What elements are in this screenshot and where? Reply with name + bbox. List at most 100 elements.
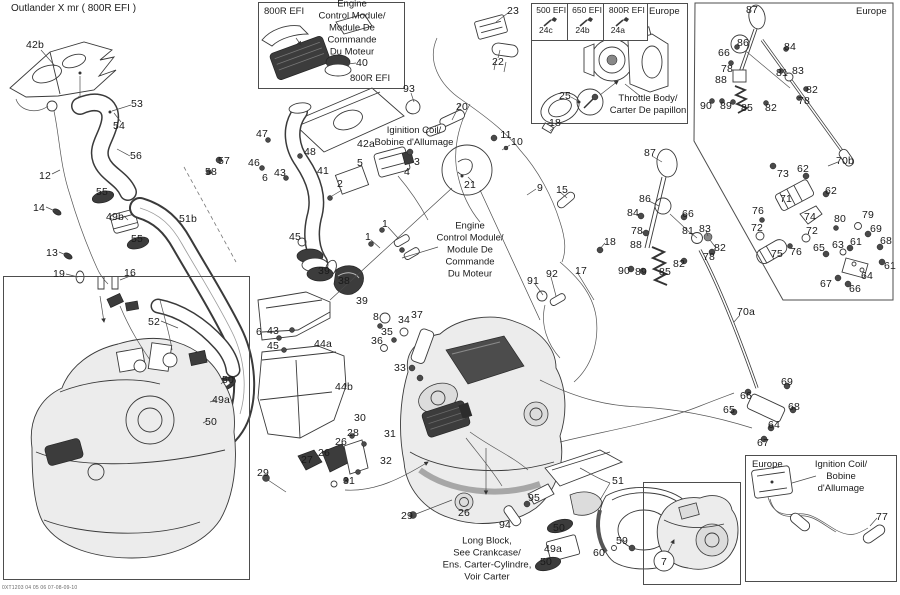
callout-69: 69 (869, 223, 883, 235)
callout-36: 36 (370, 335, 384, 347)
callout-63: 63 (831, 239, 845, 251)
callout-11: 11 (500, 129, 512, 141)
callout-66: 66 (848, 283, 862, 295)
efi-variant-grid: 500 EFI 24c 650 EFI 24b 800R EFI 24a (531, 3, 648, 41)
callout-77: 77 (875, 511, 889, 523)
callout-49a: 49a (543, 543, 563, 555)
callout-42b: 42b (25, 39, 45, 51)
callout-40: 40 (355, 57, 369, 69)
callout-91: 91 (526, 275, 540, 287)
callout-18: 18 (548, 117, 562, 129)
callout-56: 56 (129, 150, 143, 162)
callout-74: 74 (803, 211, 817, 223)
callout-49a: 49a (211, 394, 231, 406)
callout-46: 46 (247, 157, 261, 169)
callout-34: 34 (397, 314, 411, 326)
throttle-body-caption: Throttle Body/ Carter De papillon (609, 93, 687, 116)
callout-67: 67 (819, 278, 833, 290)
callout-1: 1 (364, 231, 372, 243)
europe-label-bottom: Europe (752, 459, 783, 470)
callout-39: 39 (355, 295, 369, 307)
callout-72: 72 (805, 225, 819, 237)
callout-76: 76 (751, 205, 765, 217)
shift-rod-illustration (539, 249, 797, 443)
callout-94: 94 (498, 519, 512, 531)
callout-52: 52 (147, 316, 161, 328)
callout-68: 68 (787, 401, 801, 413)
callout-78: 78 (702, 251, 716, 263)
callout-61: 61 (849, 236, 863, 248)
callout-55: 55 (95, 186, 109, 198)
callout-89: 89 (719, 100, 733, 112)
efi-part-label: 24a (610, 25, 625, 35)
callout-47: 47 (255, 128, 269, 140)
callout-95: 95 (527, 492, 541, 504)
ecm-box-illustration (261, 13, 373, 80)
callout-45: 45 (288, 231, 302, 243)
callout-66: 66 (717, 47, 731, 59)
detail-circle-21 (329, 144, 541, 321)
callout-31: 31 (383, 428, 397, 440)
callout-12: 12 (38, 170, 52, 182)
callout-89: 89 (634, 266, 648, 278)
callout-85: 85 (658, 266, 672, 278)
callout-5: 5 (356, 157, 364, 169)
callout-50: 50 (204, 416, 218, 428)
callout-37: 37 (410, 309, 424, 321)
callout-90: 90 (699, 100, 713, 112)
callout-81: 81 (775, 67, 789, 79)
inset-ecm-box (258, 2, 405, 89)
callout-30: 30 (353, 412, 367, 424)
callout-10: 10 (510, 136, 524, 148)
callout-42a: 42a (356, 138, 376, 150)
callout-13: 13 (45, 247, 59, 259)
callout-78: 78 (630, 225, 644, 237)
callout-71: 71 (779, 193, 793, 205)
callout-86: 86 (638, 193, 652, 205)
callout-20: 20 (455, 101, 469, 113)
efi-cell-650: 650 EFI 24b (568, 4, 604, 40)
long-block-caption: Long Block, See Crankcase/ Ens. Carter-C… (442, 535, 532, 582)
callout-29: 29 (256, 467, 270, 479)
callout-50: 50 (539, 556, 553, 568)
callout-82: 82 (713, 242, 727, 254)
callout-43: 43 (273, 167, 287, 179)
callout-78: 78 (720, 63, 734, 75)
callout-81: 81 (681, 225, 695, 237)
ecm-box-caption: Engine Control Module/ Module De Command… (318, 0, 386, 57)
callout-51: 51 (611, 475, 625, 487)
callout-7: 7 (660, 556, 668, 568)
callout-32: 32 (379, 455, 393, 467)
callout-75: 75 (770, 248, 784, 260)
center-intake-illustration (257, 87, 405, 439)
callout-62: 62 (824, 185, 838, 197)
page-title: Outlander X mr ( 800R EFI ) (11, 3, 137, 14)
screw-icon (615, 17, 629, 27)
callout-45: 45 (266, 340, 280, 352)
callout-44b: 44b (334, 381, 354, 393)
callout-21: 21 (463, 179, 477, 191)
europe-label-throttle: Europe (649, 6, 680, 17)
efi-part-label: 24b (575, 25, 590, 35)
efi-model-label: 500 EFI (536, 5, 567, 15)
ecm-box-tag-bottom: 800R EFI (350, 73, 391, 84)
ignition-coil-mid-caption: Iginition Coil/ Bobine d'Allumage (374, 125, 454, 148)
callout-8: 8 (372, 311, 380, 323)
callout-83: 83 (791, 65, 805, 77)
callout-70b: 70b (835, 155, 855, 167)
callout-33: 33 (393, 362, 407, 374)
callout-14: 14 (32, 202, 46, 214)
callout-4: 4 (403, 166, 411, 178)
callout-55: 55 (130, 233, 144, 245)
callout-67: 67 (756, 437, 770, 449)
callout-72: 72 (750, 222, 764, 234)
callout-66: 66 (739, 390, 753, 402)
callout-76: 76 (789, 246, 803, 258)
callout-6: 6 (261, 172, 269, 184)
screw-icon (543, 17, 557, 27)
callout-60: 60 (592, 547, 606, 559)
efi-part-label: 24c (539, 25, 553, 35)
efi-model-label: 800R EFI (608, 5, 645, 15)
callout-26: 26 (317, 447, 331, 459)
